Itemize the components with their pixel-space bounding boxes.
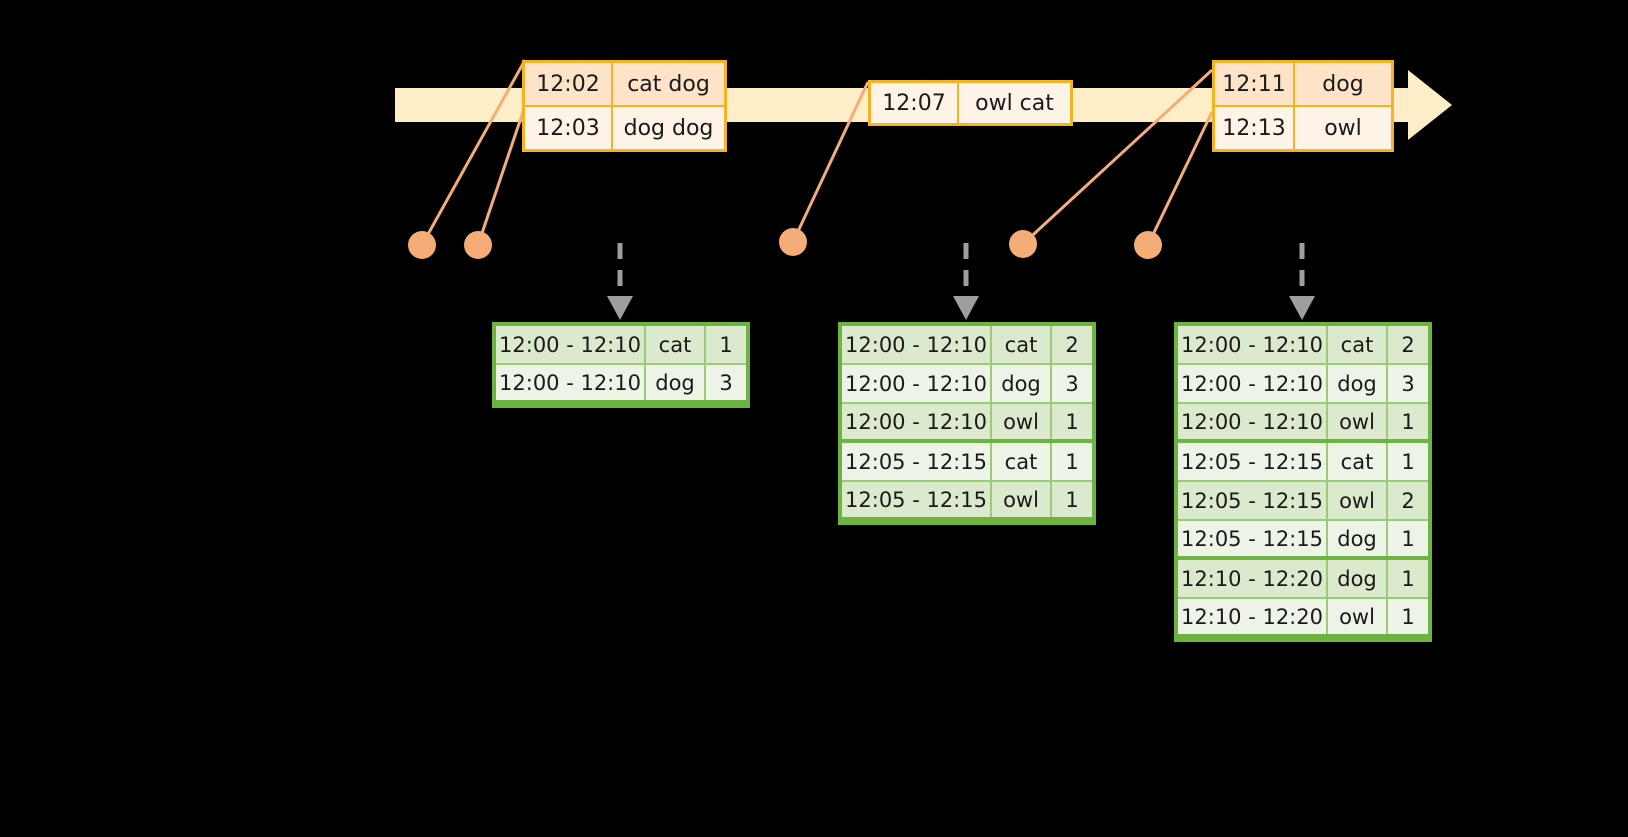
dashed-down-arrow (607, 243, 633, 320)
cell-key: owl (1328, 482, 1388, 519)
cell-window: 12:10 - 12:20 (1178, 560, 1328, 597)
cell-window: 12:00 - 12:10 (842, 326, 992, 363)
event-value: dog (1295, 63, 1391, 105)
event-value: owl cat (959, 83, 1070, 123)
connector-line (476, 105, 527, 246)
cell-window: 12:00 - 12:10 (1178, 365, 1328, 402)
event-value: cat dog (613, 63, 724, 105)
cell-count: 3 (1388, 365, 1428, 402)
cell-key: dog (992, 365, 1052, 402)
event-time: 12:02 (525, 63, 613, 105)
event-time: 12:13 (1215, 107, 1295, 149)
dashed-down-arrow (953, 243, 979, 320)
cell-window: 12:05 - 12:15 (1178, 443, 1328, 480)
connector-dot (464, 231, 492, 259)
cell-count: 2 (1052, 326, 1092, 363)
cell-key: owl (992, 404, 1052, 439)
cell-key: cat (1328, 326, 1388, 363)
cell-window: 12:05 - 12:15 (842, 443, 992, 480)
timeline-arrow-head (1408, 70, 1452, 140)
cell-key: cat (992, 443, 1052, 480)
connector-dot (408, 231, 436, 259)
cell-window: 12:00 - 12:10 (496, 365, 646, 400)
cell-count: 1 (706, 326, 746, 363)
cell-count: 1 (1052, 404, 1092, 439)
connector-dot (1009, 230, 1037, 258)
event-time: 12:03 (525, 107, 613, 149)
cell-key: dog (1328, 560, 1388, 597)
connector-line (1146, 111, 1214, 246)
cell-window: 12:10 - 12:20 (1178, 599, 1328, 634)
cell-key: cat (646, 326, 706, 363)
event-value: dog dog (613, 107, 724, 149)
cell-key: owl (1328, 599, 1388, 634)
cell-count: 1 (1052, 443, 1092, 480)
cell-count: 1 (1388, 443, 1428, 480)
event-time: 12:07 (871, 83, 959, 123)
cell-window: 12:00 - 12:10 (496, 326, 646, 363)
cell-key: owl (992, 482, 1052, 517)
cell-key: cat (1328, 443, 1388, 480)
cell-count: 2 (1388, 326, 1428, 363)
connector-dot (1134, 231, 1162, 259)
cell-window: 12:00 - 12:10 (842, 365, 992, 402)
cell-key: dog (1328, 365, 1388, 402)
cell-count: 1 (1388, 404, 1428, 439)
dashed-down-arrow (1289, 243, 1315, 320)
cell-window: 12:00 - 12:10 (1178, 404, 1328, 439)
cell-window: 12:05 - 12:15 (1178, 521, 1328, 556)
event-time: 12:11 (1215, 63, 1295, 105)
cell-key: cat (992, 326, 1052, 363)
cell-count: 1 (1388, 599, 1428, 634)
connector-dot (779, 228, 807, 256)
cell-key: owl (1328, 404, 1388, 439)
cell-count: 2 (1388, 482, 1428, 519)
cell-key: dog (1328, 521, 1388, 556)
cell-count: 3 (1052, 365, 1092, 402)
cell-window: 12:00 - 12:10 (842, 404, 992, 439)
cell-count: 1 (1388, 521, 1428, 556)
cell-window: 12:05 - 12:15 (1178, 482, 1328, 519)
cell-count: 1 (1388, 560, 1428, 597)
cell-window: 12:00 - 12:10 (1178, 326, 1328, 363)
cell-window: 12:05 - 12:15 (842, 482, 992, 517)
cell-key: dog (646, 365, 706, 400)
cell-count: 3 (706, 365, 746, 400)
cell-count: 1 (1052, 482, 1092, 517)
event-value: owl (1295, 107, 1391, 149)
